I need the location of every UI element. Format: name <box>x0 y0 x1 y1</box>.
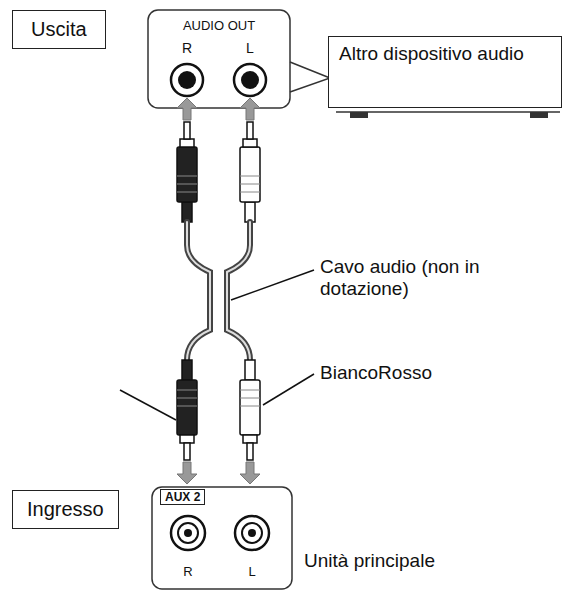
section-box: Ingresso <box>12 490 119 529</box>
panel-title: AUDIO OUT <box>183 18 255 33</box>
red-plug <box>177 122 197 222</box>
audio-cable <box>187 222 250 360</box>
aux-input-panel <box>152 487 292 589</box>
channel-label: L <box>248 564 255 579</box>
audio-out-panel <box>148 10 290 108</box>
color-label: BiancoRosso <box>320 362 432 384</box>
section-box: Uscita <box>12 10 106 49</box>
channel-label: R <box>183 564 192 579</box>
input-tag: AUX 2 <box>160 489 205 505</box>
channel-label: R <box>182 40 192 56</box>
cable-label: Cavo audio (non in dotazione) <box>320 256 550 300</box>
node-text: Uscita <box>31 18 87 41</box>
white-plug <box>240 122 260 222</box>
unit-label: Unità principale <box>304 550 435 572</box>
node-text: Altro dispositivo audio <box>339 43 551 65</box>
device-box: Altro dispositivo audio <box>328 36 562 108</box>
node-text: Ingresso <box>27 498 104 521</box>
channel-label: L <box>246 40 254 56</box>
node-text: AUX 2 <box>165 490 200 504</box>
